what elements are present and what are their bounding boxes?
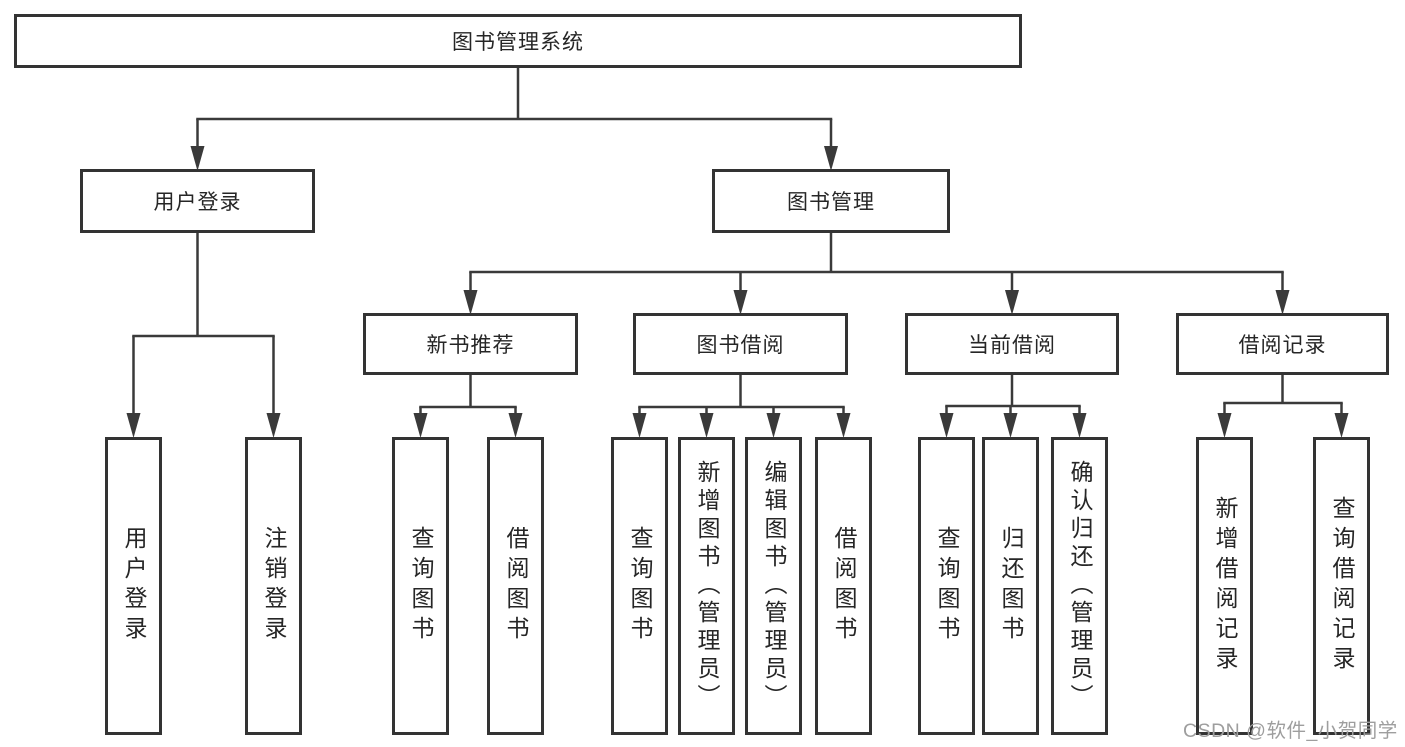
node-book-borrow-label: 图书借阅: [696, 334, 785, 357]
leaf-edit-book-admin-label: 编辑图书（管理员）: [761, 460, 787, 712]
node-current-borrow: 当前借阅: [905, 313, 1119, 375]
arrowhead-icon: [1275, 290, 1290, 315]
node-user-login-branch-label: 用户登录: [153, 191, 242, 214]
arrowhead-icon: [699, 413, 714, 438]
leaf-current-query-books-label: 查询图书: [934, 526, 960, 646]
arrowhead-icon: [939, 413, 954, 438]
arrowhead-icon: [413, 413, 428, 438]
connector-book-borrow-to-leaves: [632, 375, 851, 438]
arrowhead-icon: [733, 290, 748, 315]
leaf-confirm-return-admin-label: 确认归还（管理员）: [1067, 460, 1093, 712]
arrowhead-icon: [463, 290, 478, 315]
connector-current-borrow-to-leaves: [939, 375, 1087, 438]
node-new-book-recommend: 新书推荐: [363, 313, 578, 375]
arrowhead-icon: [508, 413, 523, 438]
node-borrow-records: 借阅记录: [1176, 313, 1389, 375]
connector-book-management-to-level3: [463, 233, 1290, 315]
leaf-recommend-borrow-books-label: 借阅图书: [503, 526, 529, 646]
leaf-add-borrow-record-label: 新增借阅记录: [1212, 496, 1238, 676]
leaf-borrow-query-books-label: 查询图书: [627, 526, 653, 646]
leaf-borrow-query-books: 查询图书: [611, 437, 668, 735]
node-current-borrow-label: 当前借阅: [968, 334, 1056, 357]
leaf-edit-book-admin: 编辑图书（管理员）: [745, 437, 802, 735]
arrowhead-icon: [1334, 413, 1349, 438]
arrowhead-icon: [1072, 413, 1087, 438]
leaf-add-book-admin-label: 新增图书（管理员）: [694, 460, 720, 712]
leaf-add-book-admin: 新增图书（管理员）: [678, 437, 735, 735]
leaf-return-book: 归还图书: [982, 437, 1039, 735]
leaf-recommend-borrow-books: 借阅图书: [487, 437, 544, 735]
arrowhead-icon: [1005, 290, 1019, 315]
leaf-recommend-query-books: 查询图书: [392, 437, 449, 735]
arrowhead-icon: [824, 146, 838, 171]
leaf-query-borrow-record: 查询借阅记录: [1313, 437, 1370, 735]
leaf-user-login-label: 用户登录: [121, 526, 147, 646]
arrowhead-icon: [766, 413, 781, 438]
arrowhead-icon: [632, 413, 647, 438]
connector-user-login-to-leaves: [126, 233, 281, 438]
leaf-user-login: 用户登录: [105, 437, 162, 735]
node-book-borrow: 图书借阅: [633, 313, 848, 375]
node-new-book-recommend-label: 新书推荐: [426, 334, 515, 357]
connector-root-to-level2: [190, 68, 838, 171]
leaf-recommend-query-books-label: 查询图书: [408, 526, 434, 646]
node-book-management-branch-label: 图书管理: [787, 191, 875, 214]
arrowhead-icon: [1217, 413, 1232, 438]
arrowhead-icon: [190, 146, 205, 171]
arrowhead-icon: [266, 413, 281, 438]
leaf-borrow-borrow-books: 借阅图书: [815, 437, 872, 735]
leaf-return-book-label: 归还图书: [998, 526, 1024, 646]
arrowhead-icon: [126, 413, 141, 438]
leaf-query-borrow-record-label: 查询借阅记录: [1329, 496, 1355, 676]
leaf-borrow-borrow-books-label: 借阅图书: [831, 526, 857, 646]
watermark-text: CSDN @软件_小贺同学: [1183, 720, 1398, 742]
connector-borrow-records-to-leaves: [1217, 375, 1349, 438]
leaf-confirm-return-admin: 确认归还（管理员）: [1051, 437, 1108, 735]
node-user-login-branch: 用户登录: [80, 169, 315, 233]
arrowhead-icon: [1003, 413, 1018, 438]
node-root: 图书管理系统: [14, 14, 1022, 68]
node-borrow-records-label: 借阅记录: [1238, 334, 1327, 357]
node-book-management-branch: 图书管理: [712, 169, 950, 233]
node-root-label: 图书管理系统: [452, 31, 584, 54]
leaf-logout: 注销登录: [245, 437, 302, 735]
leaf-add-borrow-record: 新增借阅记录: [1196, 437, 1253, 735]
leaf-logout-label: 注销登录: [261, 526, 287, 646]
connector-new-book-recommend-to-leaves: [413, 375, 523, 438]
leaf-current-query-books: 查询图书: [918, 437, 975, 735]
arrowhead-icon: [836, 413, 851, 438]
